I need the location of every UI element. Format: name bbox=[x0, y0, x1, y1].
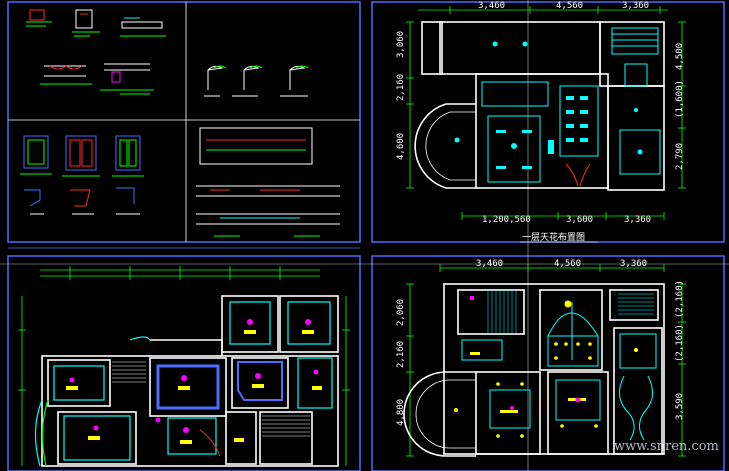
dim-right-1: 4,500 bbox=[675, 43, 685, 70]
ceiling-outlines-br bbox=[461, 302, 657, 441]
walls-bl bbox=[41, 295, 339, 467]
panel-frame-top-left bbox=[7, 1, 361, 243]
top-dimension-chain bbox=[418, 6, 668, 14]
yellow-lights-br bbox=[454, 300, 638, 438]
detail-section-c bbox=[120, 17, 166, 37]
room-ceiling-outlines-bl bbox=[53, 301, 333, 461]
dim-left-3-br: 4,800 bbox=[396, 399, 406, 426]
plan-title: 一层天花布置图 bbox=[522, 231, 585, 243]
curved-wall-bl bbox=[34, 336, 151, 467]
dim-top-3: 3,360 bbox=[622, 1, 649, 11]
dim-right-3: 2,790 bbox=[675, 143, 685, 170]
ceiling-sections bbox=[196, 127, 340, 237]
walls-br bbox=[403, 283, 665, 457]
left-dim-chain-br bbox=[406, 283, 414, 457]
dim-right-2: (1,600) bbox=[675, 80, 685, 118]
light-fixtures bbox=[454, 41, 643, 155]
stair-curve-bl bbox=[199, 429, 221, 457]
right-dimension-chain bbox=[678, 21, 686, 189]
right-dim-chain-bl bbox=[342, 296, 350, 466]
magenta-fixtures-br bbox=[470, 296, 581, 410]
profile-details bbox=[204, 65, 309, 97]
dim-right-3-br: 3,590 bbox=[675, 393, 685, 420]
top-dim-chain-bl bbox=[40, 266, 320, 280]
dim-left-2: 2,160 bbox=[396, 74, 406, 101]
right-dim-chain-br bbox=[678, 283, 686, 457]
left-dim-chain-bl bbox=[18, 296, 26, 466]
bottom-dimension-chain bbox=[461, 212, 665, 220]
dim-top-1-br: 3,460 bbox=[476, 259, 503, 269]
detail-section-b bbox=[72, 9, 100, 37]
yellow-labels-bl bbox=[66, 330, 322, 444]
panel-frame-bottom-left bbox=[7, 255, 361, 471]
dim-left-1: 3,060 bbox=[396, 31, 406, 58]
ceiling-plan-bottom-right: 3,460 4,560 3,360 2,060 2,160 4,800 (2,1… bbox=[396, 259, 686, 457]
dim-bottom-3: 3,360 bbox=[624, 215, 651, 225]
dim-bottom-1: 1,200,560 bbox=[482, 215, 531, 225]
dim-right-2-br: (2,160) bbox=[675, 324, 685, 362]
top-dim-chain-br bbox=[439, 264, 665, 272]
dim-bottom-2: 3,600 bbox=[566, 215, 593, 225]
panel-frame-top-right bbox=[371, 1, 725, 243]
door-elevations bbox=[20, 135, 144, 177]
dim-left-2-br: 2,160 bbox=[396, 341, 406, 368]
hatching-bl bbox=[112, 361, 310, 437]
watermark-text: www.snren.com bbox=[614, 439, 719, 454]
dim-left-3: 4,600 bbox=[396, 133, 406, 160]
dim-top-2: 4,560 bbox=[556, 1, 583, 11]
floor-plan-bottom-left bbox=[18, 266, 350, 467]
magenta-fixtures-bl bbox=[69, 319, 319, 433]
hatching-br bbox=[487, 290, 654, 334]
dim-left-1-br: 2,060 bbox=[396, 299, 406, 326]
door-sections bbox=[24, 187, 140, 215]
dim-top-1: 3,460 bbox=[478, 1, 505, 11]
dim-top-2-br: 4,560 bbox=[554, 259, 581, 269]
detail-rail-e bbox=[100, 63, 154, 95]
red-entry-arcs bbox=[565, 163, 591, 187]
detail-sheet-top-left bbox=[20, 9, 340, 237]
dim-top-3-br: 3,360 bbox=[620, 259, 647, 269]
grille-fixtures bbox=[496, 96, 588, 169]
detail-rail-d bbox=[40, 65, 92, 85]
ceiling-outlines bbox=[481, 27, 661, 183]
panel-frame-bottom-right bbox=[371, 255, 725, 471]
dim-right-1-br: (2,160) bbox=[675, 280, 685, 318]
detail-elevation-a bbox=[26, 9, 52, 27]
ceiling-plan-top-right: 3,460 4,560 3,360 3,060 2,160 4,600 4,50… bbox=[396, 1, 686, 243]
left-dimension-chain bbox=[406, 21, 414, 189]
